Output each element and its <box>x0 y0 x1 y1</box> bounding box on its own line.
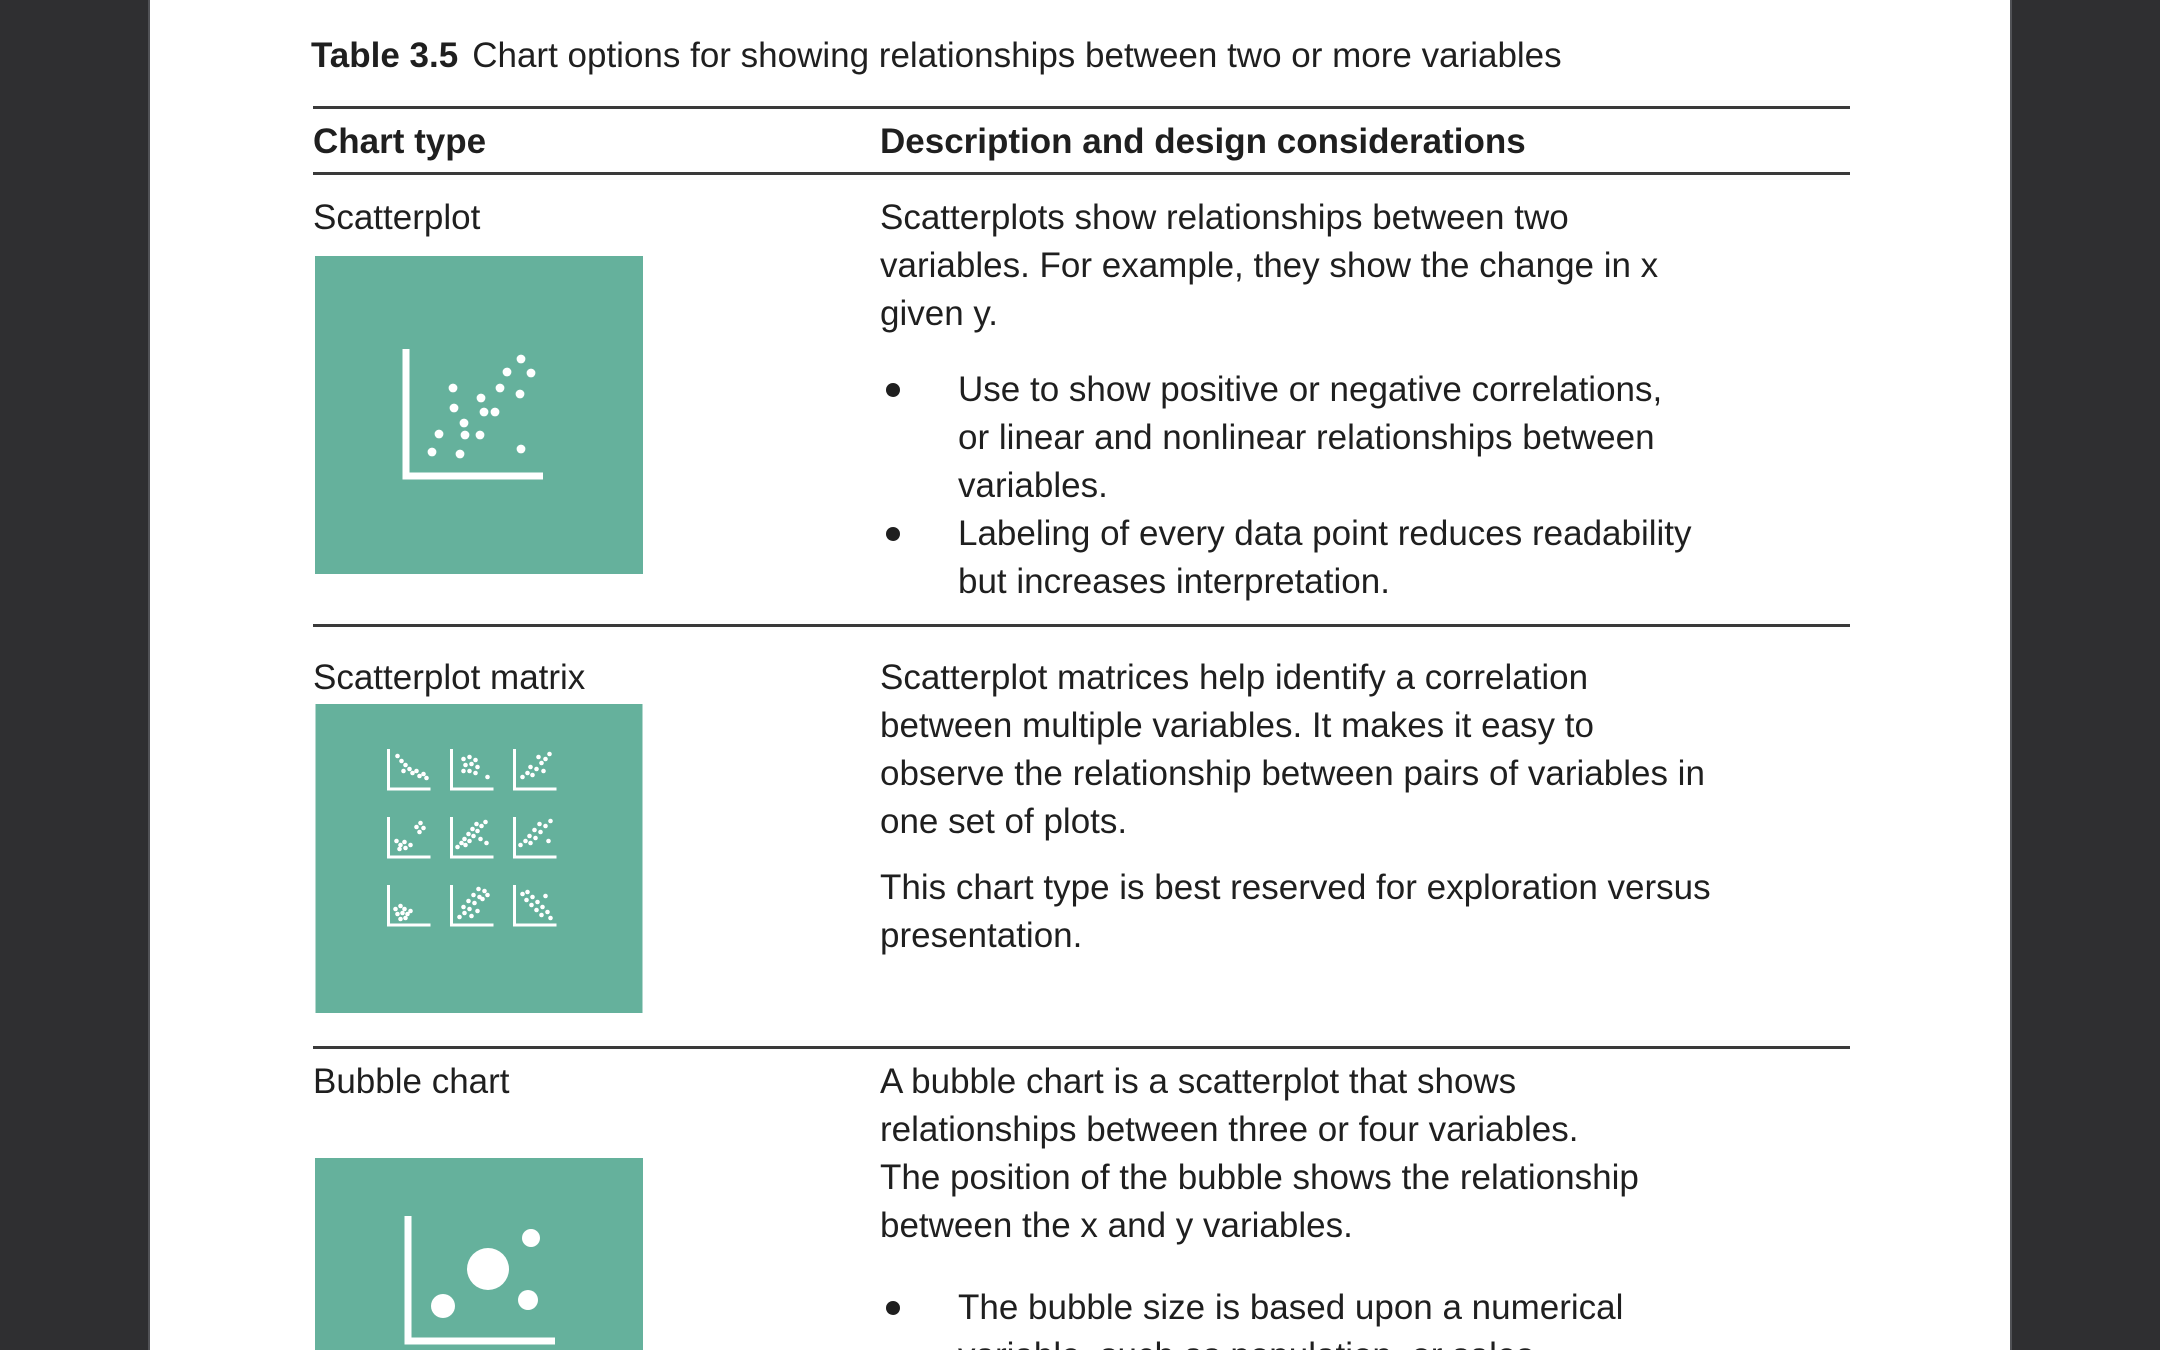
bullet-marker <box>886 1301 900 1315</box>
document-page: Table 3.5 Chart options for showing relat… <box>148 0 2012 1350</box>
description-line: A bubble chart is a scatterplot that sho… <box>880 1062 1517 1101</box>
bullet-line: Labeling of every data point reduces rea… <box>958 514 1692 553</box>
column-header-chart-type: Chart type <box>313 122 487 161</box>
table-top-rule <box>313 106 1850 109</box>
description-line: between the x and y variables. <box>880 1206 1353 1245</box>
description-line: between multiple variables. It makes it … <box>880 706 1594 745</box>
description-line: Scatterplot matrices help identify a cor… <box>880 658 1589 697</box>
bullet-text: Labeling of every data point reduces rea… <box>958 510 1692 606</box>
description-line: one set of plots. <box>880 802 1128 841</box>
description-line: given y. <box>880 294 999 333</box>
table-caption: Table 3.5 Chart options for showing relat… <box>311 32 1562 80</box>
bubble-chart-bullet-list: The bubble size is based upon a numerica… <box>880 1284 1623 1350</box>
row-label-bubble-chart: Bubble chart <box>313 1062 510 1101</box>
row-label-scatterplot-matrix: Scatterplot matrix <box>313 658 586 697</box>
bubble-chart-icon <box>315 1158 643 1350</box>
bullet-line: but increases interpretation. <box>958 562 1390 601</box>
scatterplot-icon <box>315 256 643 574</box>
row-label-scatterplot: Scatterplot <box>313 198 481 237</box>
description-line: observe the relationship between pairs o… <box>880 754 1705 793</box>
bullet-text: The bubble size is based upon a numerica… <box>958 1284 1623 1350</box>
scatterplot-description: Scatterplots show relationships between … <box>880 194 1658 338</box>
scatterplot-matrix-note: This chart type is best reserved for exp… <box>880 864 1711 960</box>
bullet-line: or linear and nonlinear relationships be… <box>958 418 1655 457</box>
header-bottom-rule <box>313 172 1850 175</box>
description-line: Scatterplots show relationships between … <box>880 198 1569 237</box>
description-line: The position of the bubble shows the rel… <box>880 1158 1639 1197</box>
bullet-text: Use to show positive or negative correla… <box>958 366 1692 510</box>
description-line: relationships between three or four vari… <box>880 1110 1579 1149</box>
row2-separator-rule <box>313 1046 1850 1049</box>
bullet-item: The bubble size is based upon a numerica… <box>880 1284 1623 1350</box>
table-caption-number: Table 3.5 <box>311 36 459 75</box>
bullet-marker <box>886 527 900 541</box>
bullet-item: Use to show positive or negative correla… <box>880 366 1692 510</box>
description-line: variables. For example, they show the ch… <box>880 246 1659 285</box>
column-header-description: Description and design considerations <box>880 122 1526 161</box>
row1-separator-rule <box>313 624 1850 627</box>
scatterplot-matrix-description: Scatterplot matrices help identify a cor… <box>880 654 1705 846</box>
bullet-item: Labeling of every data point reduces rea… <box>880 510 1692 606</box>
table-caption-text: Chart options for showing relationships … <box>472 36 1562 75</box>
bullet-line: variables. <box>958 466 1108 505</box>
bullet-line: The bubble size is based upon a numerica… <box>958 1288 1624 1327</box>
description-line: This chart type is best reserved for exp… <box>880 868 1711 907</box>
scatterplot-matrix-icon <box>315 704 643 1013</box>
description-line: presentation. <box>880 916 1083 955</box>
bullet-line: variable, such as population, or sales <box>958 1332 1623 1350</box>
bullet-line: Use to show positive or negative correla… <box>958 370 1663 409</box>
bullet-marker <box>886 383 900 397</box>
bubble-chart-description: A bubble chart is a scatterplot that sho… <box>880 1058 1639 1250</box>
scatterplot-bullet-list: Use to show positive or negative correla… <box>880 366 1692 606</box>
